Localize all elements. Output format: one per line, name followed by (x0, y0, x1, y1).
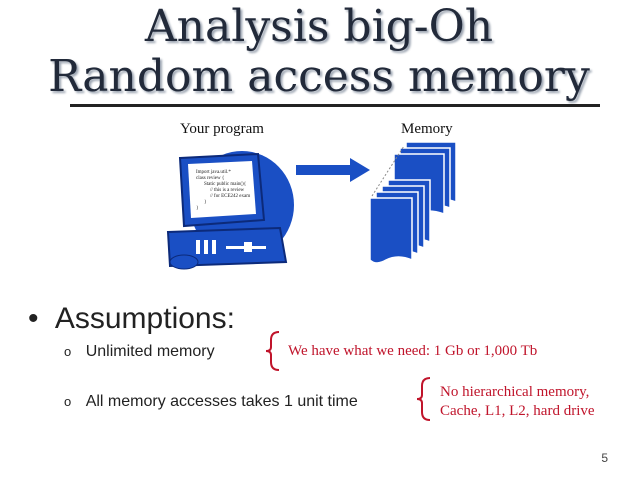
code-line: Import java.util.* (196, 170, 231, 175)
note-2: No hierarchical memory, Cache, L1, L2, h… (440, 383, 595, 421)
note-2-line-2: Cache, L1, L2, hard drive (440, 403, 595, 419)
sub-item-2-text: All memory accesses takes 1 unit time (85, 393, 358, 410)
code-line: } (204, 200, 207, 205)
code-line: class review { (196, 176, 225, 181)
arrow-icon (296, 158, 370, 182)
brace-icon (265, 331, 280, 371)
program-label: Your program (180, 121, 264, 137)
title-divider (70, 104, 600, 107)
memory-stack-icon (369, 141, 457, 264)
note-2-line-1: No hierarchical memory, (440, 384, 590, 400)
note-1: We have what we need: 1 Gb or 1,000 Tb (288, 343, 538, 359)
brace-icon (416, 377, 431, 421)
memory-label: Memory (401, 121, 453, 137)
bullet-dot: • (28, 302, 39, 335)
bullet-heading-text: Assumptions: (54, 302, 235, 335)
code-line: Static public main(){ (204, 182, 247, 187)
bullet-heading: • Assumptions: (28, 302, 235, 336)
title-line-1: Analysis big-Oh (144, 1, 494, 52)
code-line: // for ECE242 exam (210, 194, 251, 199)
code-line: // this is a review (210, 188, 245, 193)
code-snippet: Import java.util.* class review { Static… (196, 170, 250, 212)
code-line: } (196, 206, 199, 211)
title-line-2: Random access memory (48, 51, 590, 102)
sub-item-1-text: Unlimited memory (85, 343, 215, 360)
computer-icon (166, 151, 294, 270)
sub-item-1: o Unlimited memory (64, 343, 215, 361)
sub-item-2: o All memory accesses takes 1 unit time (64, 393, 358, 411)
sub-marker: o (64, 344, 72, 359)
sub-marker: o (64, 394, 72, 409)
slide-number: 5 (601, 451, 608, 465)
